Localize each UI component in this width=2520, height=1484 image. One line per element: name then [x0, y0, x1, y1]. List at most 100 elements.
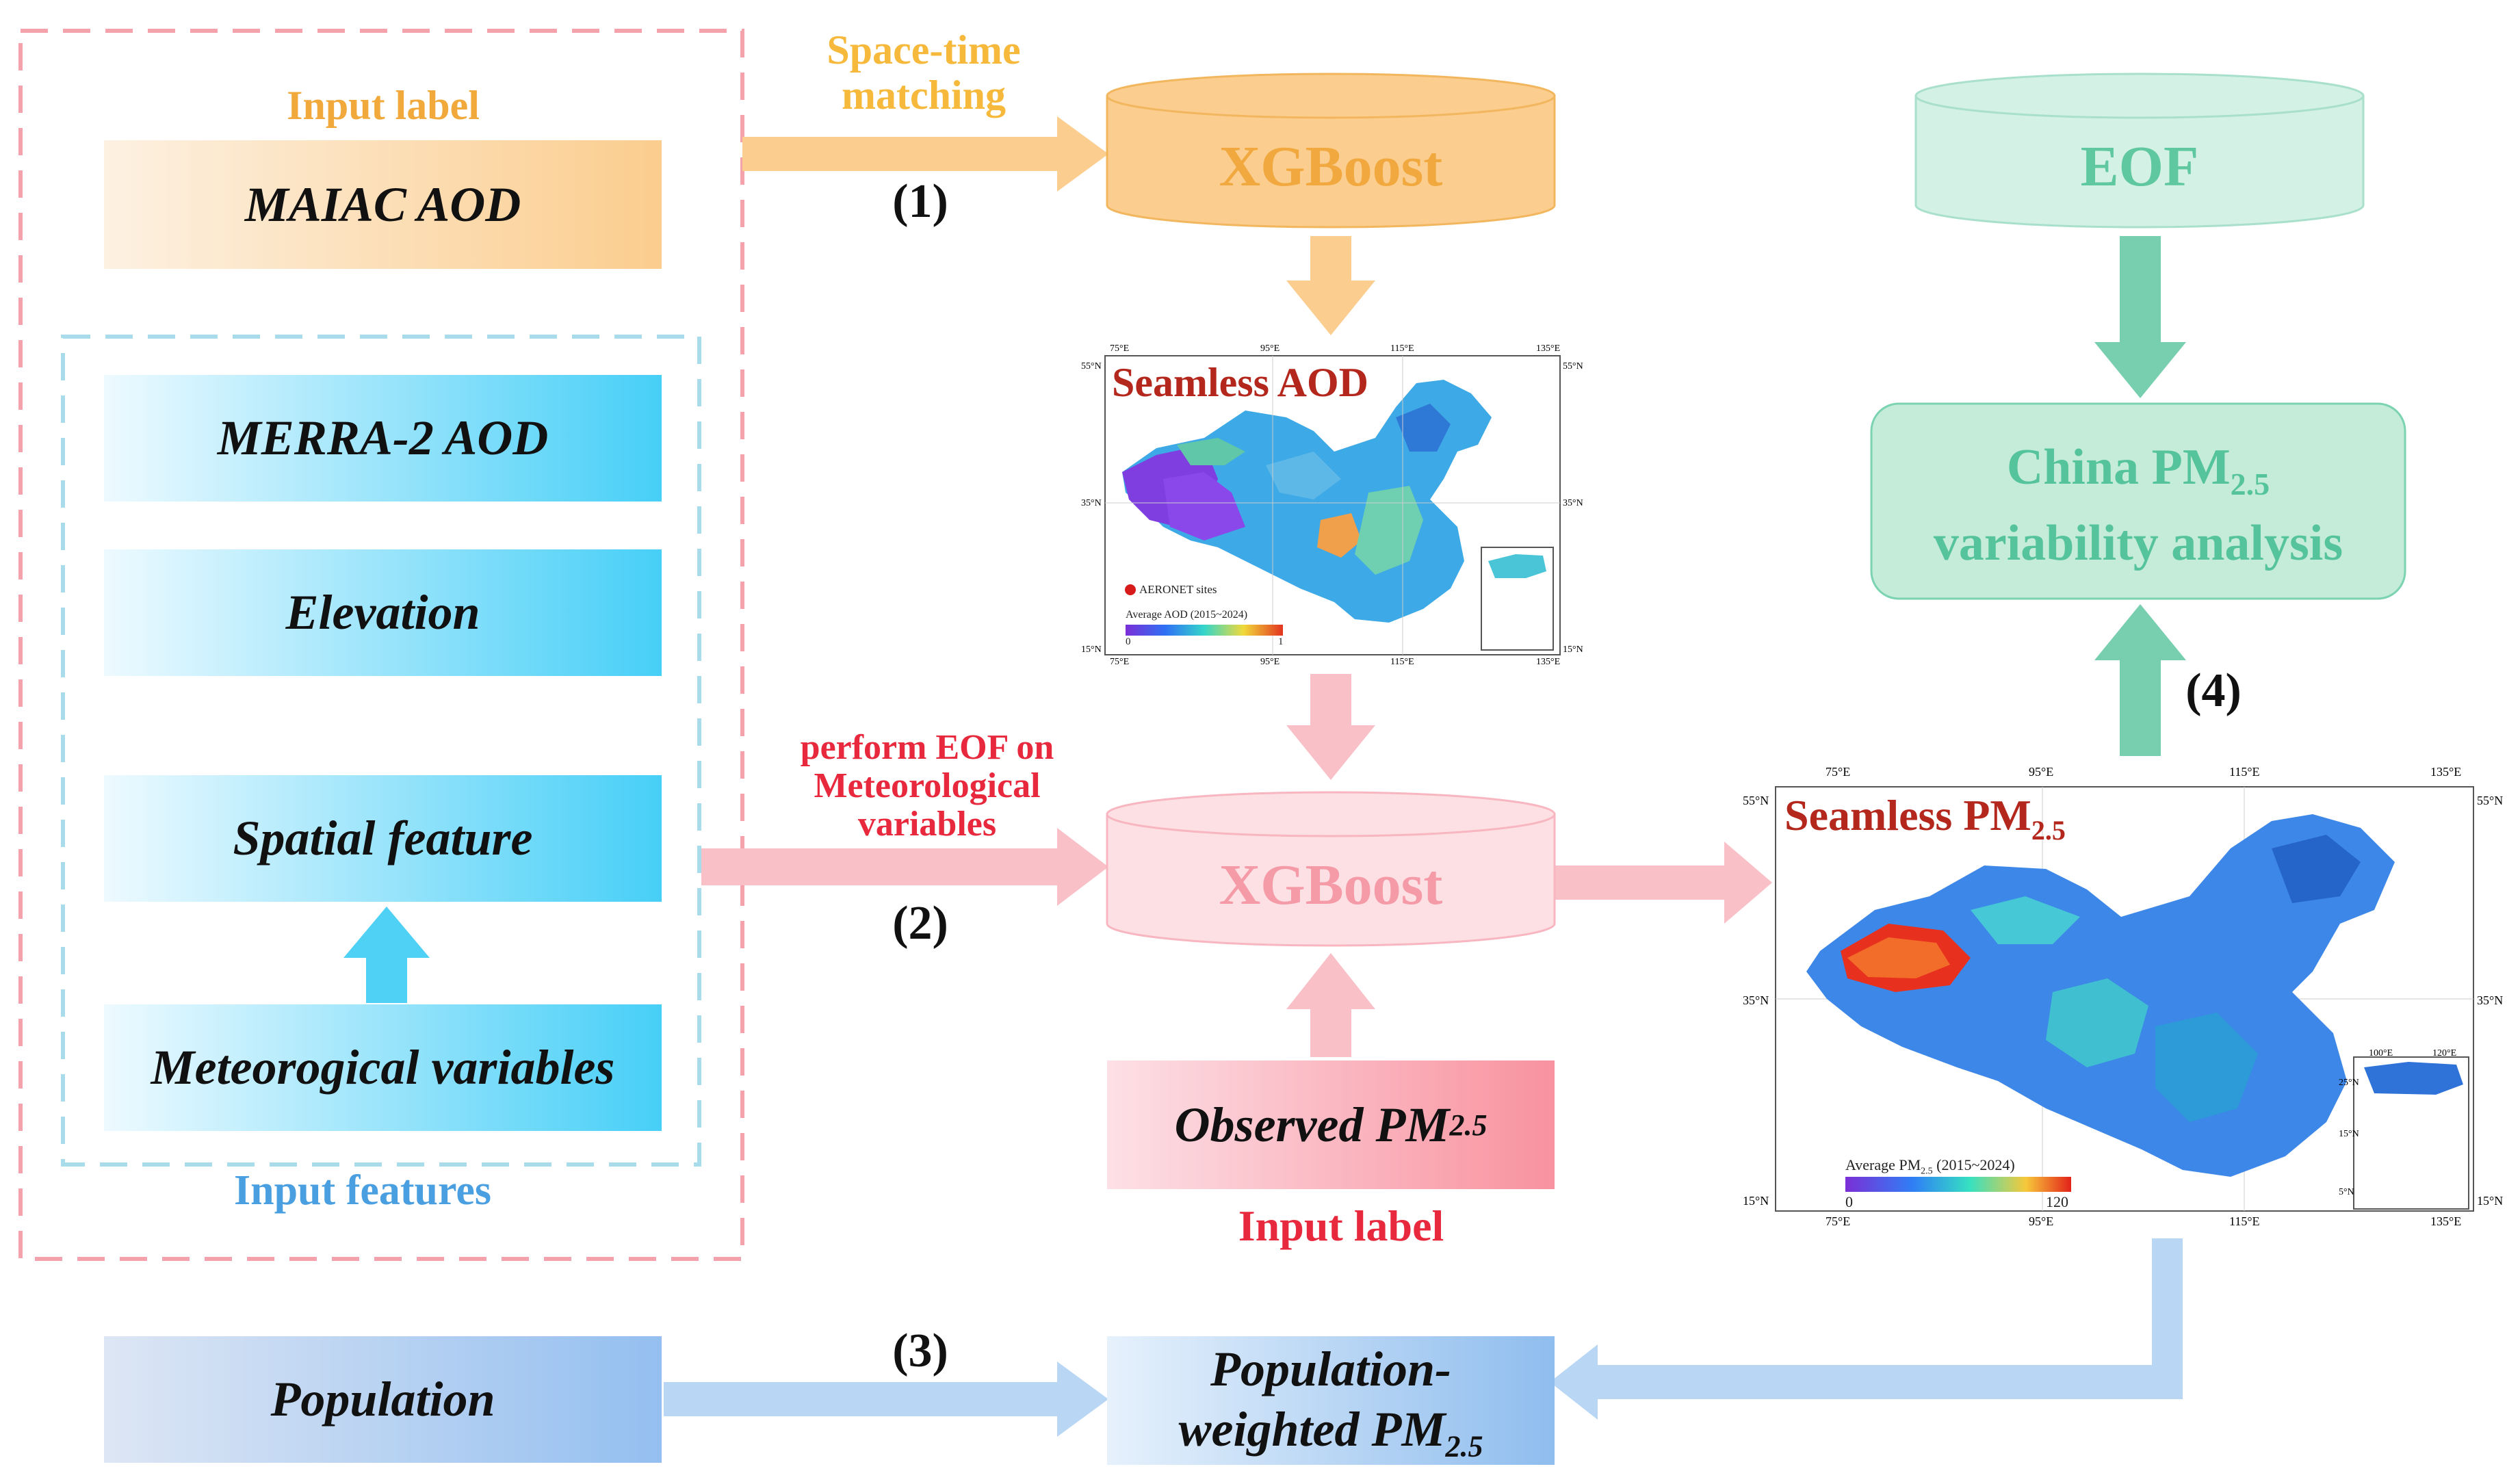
- input-features-label: Input features: [233, 1167, 492, 1214]
- merra2-aod-box: MERRA-2 AOD: [217, 411, 549, 465]
- arrow-step3: [664, 1362, 1108, 1437]
- step2-label-line1: perform EOF on: [800, 728, 1054, 767]
- input-label-top: Input label: [287, 83, 480, 128]
- arrow-step4: [2094, 604, 2186, 756]
- pm-inset-lon-tick-1: 100°E: [2369, 1048, 2393, 1058]
- arrow-pm-to-popweighted: [1550, 1238, 2183, 1420]
- step1-number: (1): [892, 175, 948, 228]
- pm-inset-lat-tick-3: 5°N: [2339, 1187, 2354, 1197]
- step1-label-top: Space-time: [827, 27, 1021, 73]
- pm-lon-tick-4: 135°E: [2430, 765, 2462, 779]
- arrow-eof-to-analysis: [2094, 236, 2186, 398]
- step2-label-line2: Meteorological: [814, 766, 1041, 805]
- aod-legend-title: Average AOD (2015~2024): [1126, 609, 1248, 621]
- aod-lon-tick-4: 135°E: [1536, 343, 1561, 354]
- observed-label-sub: 2.5: [1449, 1108, 1488, 1142]
- pm-lon-tick-1: 75°E: [1826, 765, 1851, 779]
- aod-lon-tick-1: 75°E: [1110, 343, 1130, 354]
- elevation-box: Elevation: [285, 585, 480, 640]
- aod-map: [1104, 355, 1561, 655]
- aod-legend-min: 0: [1126, 636, 1131, 647]
- xgboost-cylinder-1: [1106, 73, 1556, 229]
- meteo-box-bg: [104, 1004, 662, 1131]
- popweighted-line1: Population-: [1210, 1342, 1452, 1396]
- analysis-line1: China PM: [2006, 439, 2231, 495]
- input-label-bottom: Input label: [1238, 1201, 1444, 1250]
- xgboost-cylinder-2: [1106, 791, 1556, 947]
- pm-map: [1775, 786, 2474, 1212]
- arrow-xgb2-to-pm: [1553, 842, 1772, 924]
- arrow-step1: [742, 116, 1108, 192]
- aod-lat-tick-2: 35°N: [1081, 498, 1102, 508]
- step1-label: Space-time matching: [794, 27, 1054, 118]
- eof-label: EOF: [2080, 135, 2199, 198]
- pm-lon-tick-6: 95°E: [2029, 1214, 2054, 1228]
- aod-lon-tick-6: 95°E: [1260, 657, 1280, 667]
- pm-inset-lon-tick-2: 120°E: [2432, 1048, 2457, 1058]
- pm-lon-tick-8: 135°E: [2430, 1214, 2462, 1228]
- aod-lat-tick-4: 55°N: [1563, 361, 1583, 372]
- pm-lat-tick-5: 35°N: [2477, 993, 2504, 1007]
- aod-lat-tick-5: 35°N: [1563, 498, 1583, 508]
- input-label-frame: [18, 29, 744, 1261]
- eof-cylinder: [1914, 73, 2365, 229]
- pm-map-title-text: Seamless PM: [1784, 791, 2031, 839]
- pm-inset-lat-tick-1: 25°N: [2339, 1078, 2359, 1088]
- aod-lon-tick-8: 135°E: [1536, 657, 1561, 667]
- arrow-aod-to-xgb2: [1286, 674, 1375, 780]
- merra-box-bg: [104, 375, 662, 502]
- step1-label-bottom: matching: [842, 73, 1006, 118]
- popweighted-box-bg: [1107, 1336, 1555, 1465]
- pm-legend-max: 120: [2046, 1193, 2068, 1210]
- analysis-label: China PM2.5 variability analysis: [1871, 438, 2405, 573]
- step2-label-line3: variables: [857, 805, 997, 844]
- step2-label: perform EOF on Meteorological variables: [746, 729, 1108, 844]
- pm-lat-tick-1: 55°N: [1743, 794, 1769, 807]
- observed-label: Observed PM: [1174, 1097, 1450, 1152]
- aod-lon-tick-5: 75°E: [1110, 657, 1130, 667]
- pm-lat-tick-6: 15°N: [2477, 1194, 2504, 1208]
- arrow-observed-to-xgb2: [1286, 953, 1375, 1057]
- pm-map-title: Seamless PM2.5: [1784, 790, 2066, 846]
- pm-legend-title-text: Average PM: [1845, 1156, 1921, 1173]
- aod-lat-tick-6: 15°N: [1563, 645, 1583, 655]
- popweighted-line2-sub: 2.5: [1445, 1429, 1483, 1463]
- input-features-frame: [61, 335, 701, 1167]
- aod-lon-tick-7: 115°E: [1390, 657, 1414, 667]
- population-weighted-pm25-box: Population- weighted PM2.5: [1107, 1336, 1555, 1465]
- aod-aeronet-legend: AERONET sites: [1139, 583, 1217, 596]
- pm-legend-title-tail: (2015~2024): [1932, 1156, 2015, 1173]
- step3-number: (3): [892, 1325, 948, 1377]
- elevation-box-bg: [104, 549, 662, 676]
- pm-lat-tick-4: 55°N: [2477, 794, 2504, 807]
- analysis-line2: variability analysis: [1933, 515, 2343, 571]
- arrow-xgb1-to-aod: [1286, 236, 1375, 335]
- xgboost-label-1: XGBoost: [1219, 135, 1443, 198]
- analysis-box-bg: [1870, 402, 2406, 600]
- pm-lon-tick-3: 115°E: [2229, 765, 2260, 779]
- aod-lon-tick-3: 115°E: [1390, 343, 1414, 354]
- population-box-bg: [104, 1336, 662, 1463]
- spatial-box-bg: [104, 775, 662, 902]
- pm-lon-tick-7: 115°E: [2229, 1214, 2260, 1228]
- pm-lat-tick-2: 35°N: [1743, 993, 1769, 1007]
- aod-legend-max: 1: [1278, 636, 1284, 647]
- step4-number: (4): [2185, 664, 2242, 717]
- pm-map-title-sub: 2.5: [2031, 814, 2066, 846]
- pm-lon-tick-2: 95°E: [2029, 765, 2054, 779]
- pm-legend-title-sub: 2.5: [1921, 1166, 1933, 1177]
- meteorogical-variables-box: Meteorogical variables: [151, 1040, 615, 1095]
- pm-lon-tick-5: 75°E: [1826, 1214, 1851, 1228]
- pm-lat-tick-3: 15°N: [1743, 1194, 1769, 1208]
- meteo-to-spatial-arrow: [343, 907, 430, 1003]
- pm-inset-lat-tick-2: 15°N: [2339, 1129, 2359, 1139]
- population-box: Population: [270, 1372, 495, 1427]
- step2-number: (2): [892, 897, 948, 950]
- aod-lon-tick-2: 95°E: [1260, 343, 1280, 354]
- xgboost-label-2: XGBoost: [1219, 853, 1443, 917]
- aod-map-title: Seamless AOD: [1112, 360, 1368, 405]
- aod-lat-tick-1: 55°N: [1081, 361, 1102, 372]
- aod-lat-tick-3: 15°N: [1081, 645, 1102, 655]
